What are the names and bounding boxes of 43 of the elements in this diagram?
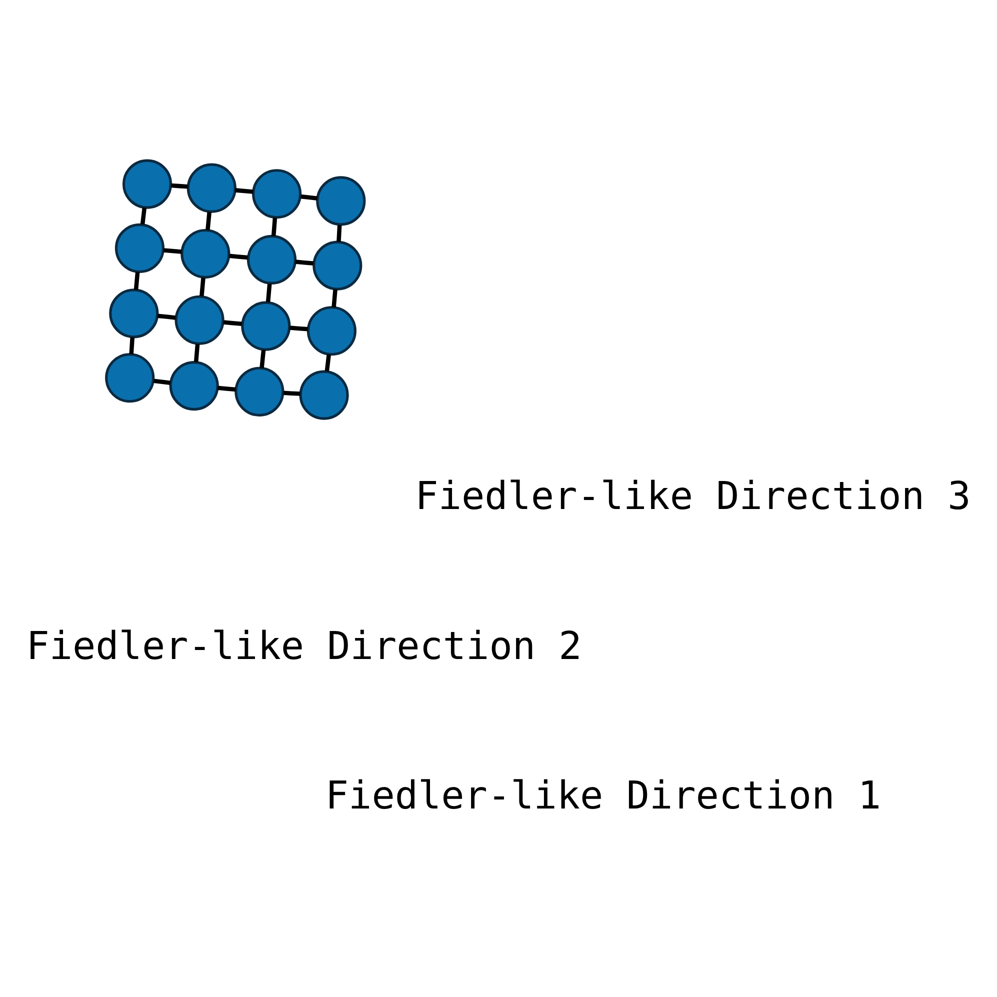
connector xyxy=(260,349,266,368)
connector xyxy=(336,224,342,242)
node-circle xyxy=(169,360,219,410)
connector xyxy=(140,207,147,224)
node-circle xyxy=(122,158,172,208)
node-circle xyxy=(234,366,284,416)
connector xyxy=(300,194,318,200)
connector xyxy=(266,283,272,302)
connector xyxy=(324,354,331,371)
connector xyxy=(163,248,182,254)
connector xyxy=(234,188,254,194)
connector xyxy=(223,320,242,326)
connector xyxy=(217,385,236,392)
label: Fiedler-like Direction 2 xyxy=(26,623,582,668)
connector xyxy=(295,259,314,266)
connector xyxy=(283,390,300,396)
node-circle xyxy=(186,162,236,212)
connector xyxy=(271,217,278,236)
connector xyxy=(290,325,308,331)
node-circle xyxy=(252,168,302,218)
connector xyxy=(157,313,176,320)
node-circle xyxy=(299,370,349,420)
node-circle xyxy=(174,294,224,344)
node-circle xyxy=(306,306,356,356)
node-circle xyxy=(109,288,159,338)
connector xyxy=(200,277,206,296)
label: Fiedler-like Direction 3 xyxy=(415,474,971,519)
connector xyxy=(332,288,338,307)
node-circle xyxy=(246,234,297,284)
node-circle xyxy=(114,222,164,272)
connector xyxy=(206,211,212,230)
label: Fiedler-like Direction 1 xyxy=(325,772,882,818)
node-circle xyxy=(180,228,230,278)
connector xyxy=(229,253,248,260)
node-circle xyxy=(316,176,366,226)
node-circle xyxy=(241,300,291,350)
node-circle xyxy=(312,240,362,290)
connector xyxy=(171,182,188,188)
connector xyxy=(194,343,200,362)
connector xyxy=(129,336,135,354)
connector xyxy=(154,378,171,384)
connector xyxy=(134,271,140,290)
node-circle xyxy=(105,352,155,402)
